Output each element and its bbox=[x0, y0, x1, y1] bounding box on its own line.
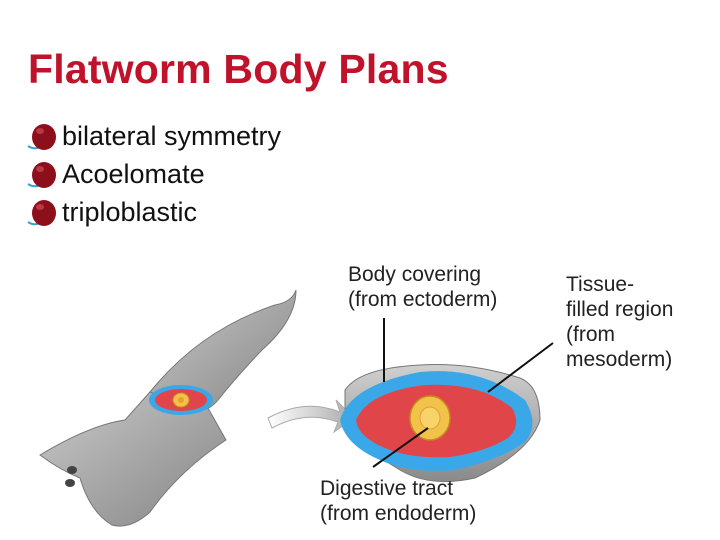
bullet-item: Acoelomate bbox=[26, 156, 386, 194]
label-line: (from endoderm) bbox=[320, 502, 477, 525]
label-digestive-tract: Digestive tract (from endoderm) bbox=[320, 476, 476, 526]
label-line: (from bbox=[566, 323, 615, 346]
bullet-item: triploblastic bbox=[26, 194, 386, 232]
bullet-item: bilateral symmetry bbox=[26, 118, 386, 156]
label-body-covering: Body covering (from ectoderm) bbox=[348, 262, 497, 312]
bullet-list: bilateral symmetry Acoelomate triploblas… bbox=[26, 118, 386, 232]
flatworm-eyespot bbox=[65, 479, 75, 487]
bullet-label: bilateral symmetry bbox=[62, 121, 282, 151]
magnify-arrow bbox=[267, 399, 355, 434]
flatworm-body bbox=[39, 391, 227, 527]
label-line: Digestive tract bbox=[320, 477, 454, 500]
bullet-label: triploblastic bbox=[62, 197, 198, 227]
label-tissue-filled-region: Tissue- filled region (from mesoderm) bbox=[566, 272, 673, 372]
label-line: mesoderm) bbox=[566, 348, 673, 371]
flatworm-diagram bbox=[39, 289, 554, 527]
leader-line-mesoderm bbox=[487, 342, 554, 393]
label-line: filled region bbox=[566, 298, 674, 321]
red-sphere-bullet-icon bbox=[27, 200, 56, 226]
label-line: (from ectoderm) bbox=[348, 288, 498, 311]
small-cross-section bbox=[149, 385, 213, 415]
flatworm-eyespot bbox=[67, 466, 77, 474]
bullet-label: Acoelomate bbox=[62, 159, 205, 189]
slide-title: Flatworm Body Plans bbox=[28, 46, 449, 92]
label-line: Tissue- bbox=[566, 273, 635, 296]
red-sphere-bullet-icon bbox=[27, 162, 56, 188]
leader-line-endoderm bbox=[372, 427, 429, 468]
large-cross-section bbox=[340, 364, 541, 483]
label-line: Body covering bbox=[348, 263, 482, 286]
flatworm-tail bbox=[149, 289, 297, 411]
red-sphere-bullet-icon bbox=[27, 124, 56, 150]
